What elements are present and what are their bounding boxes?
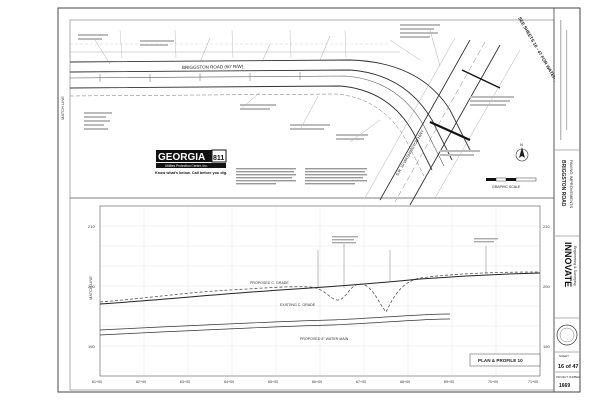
station-label: 64+00: [224, 380, 234, 384]
station-label: 68+00: [400, 380, 410, 384]
elev-label-right: 190: [543, 344, 550, 349]
proposed-grade-label: PROPOSED C. GRADE: [250, 281, 289, 285]
elev-label-right: 200: [543, 284, 550, 289]
plan-view: [69, 24, 521, 206]
georgia-811-number: 811: [213, 155, 224, 162]
station-label: 69+00: [444, 380, 454, 384]
elev-label-left: 190: [88, 344, 95, 349]
elev-label-left: 200: [88, 284, 95, 289]
proposed-grade-line: [99, 272, 541, 305]
project-name: BRIGGSTON ROAD: [560, 160, 566, 207]
profile-match-line: MATCH LINE: [88, 276, 93, 300]
station-label: 70+00: [488, 380, 498, 384]
engineer-seal: [556, 324, 578, 346]
georgia-811-subtitle: Utilities Protection Center, Inc.: [165, 164, 208, 168]
elev-label-right: 210: [543, 224, 550, 229]
station-label: 66+00: [312, 380, 322, 384]
station-label: 71+00: [528, 380, 538, 384]
pvi-markers: [317, 244, 487, 288]
station-label: 67+00: [356, 380, 366, 384]
water-main-label: PROPOSED 8" WATER MAIN: [300, 337, 349, 341]
firm-name: INNOVATE: [563, 242, 573, 287]
water-main-pipe-bottom: [99, 318, 451, 336]
firm-subtitle: Engineering & Surveying: [573, 246, 577, 286]
title-block: [555, 9, 579, 391]
existing-grade-line: [99, 271, 541, 313]
graphic-scale: [486, 177, 537, 182]
georgia-811-logo: GEORGIA 811 Utilities Protection Center,…: [154, 148, 227, 176]
sheet-border: [57, 7, 581, 393]
plan-title: PLAN & PROFILE 10: [478, 358, 523, 363]
scale-label: GRAPHIC SCALE: [492, 185, 521, 189]
profile-grid: [99, 205, 541, 377]
station-label: 63+00: [180, 380, 190, 384]
sheet-number: 16 of 47: [558, 364, 578, 370]
existing-grade-label: EXISTING C. GRADE: [280, 303, 316, 307]
station-label: 62+00: [136, 380, 146, 384]
georgia-811-tagline: Know what's below. Call before you dig.: [155, 171, 227, 175]
north-arrow-icon: [515, 147, 529, 162]
plan-match-line: MATCH LINE: [60, 96, 65, 120]
plan-title-box: [469, 353, 541, 367]
project-subtitle: PAVING IMPROVEMENTS: [569, 160, 574, 208]
north-label: N: [520, 142, 523, 147]
project-number-label: PROJECT NUMBER: [556, 375, 580, 379]
road-label: BRIGGSTON ROAD (60' R/W): [182, 64, 244, 70]
station-label: 65+00: [268, 380, 278, 384]
station-label: 61+00: [92, 380, 102, 384]
sheet-label: SHEET: [559, 354, 569, 358]
drawing-frame: [69, 19, 555, 391]
georgia-811-title: GEORGIA: [158, 152, 205, 163]
elev-label-left: 210: [88, 224, 95, 229]
water-main-pipe-top: [99, 313, 451, 331]
project-number: 1669: [559, 383, 570, 389]
